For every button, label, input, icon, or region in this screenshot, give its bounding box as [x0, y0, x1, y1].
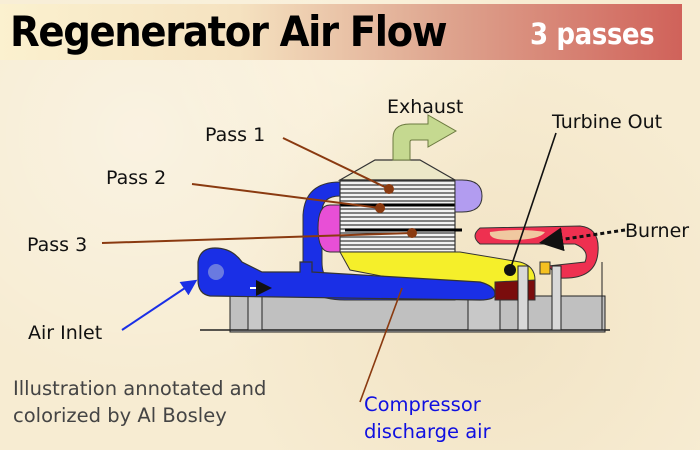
air-inlet-label: Air Inlet — [28, 322, 103, 344]
pass3-dot — [407, 228, 417, 238]
inlet-duct — [197, 247, 496, 301]
pass1-dot — [384, 184, 394, 194]
engine-base — [200, 262, 610, 333]
compressor-label-line-2: discharge air — [364, 420, 491, 443]
page-title: Regenerator Air Flow — [10, 7, 448, 56]
burner-label: Burner — [625, 220, 690, 242]
pass3-leader — [101, 232, 413, 244]
turbine-out-dot — [504, 264, 516, 276]
compressor-label-line-1: Compressor — [364, 393, 481, 416]
pass1-leader — [282, 137, 390, 190]
pass2-label: Pass 2 — [106, 167, 167, 189]
exhaust-label: Exhaust — [387, 96, 464, 118]
pass2-leader — [191, 183, 381, 209]
pass3-label: Pass 3 — [27, 234, 88, 256]
exhaust-hood — [337, 159, 458, 181]
pass2-dot — [375, 203, 385, 213]
credit-line-1: Illustration annotated and — [13, 377, 267, 400]
turbine-posts — [517, 265, 562, 331]
pass-chamber-pink — [317, 204, 341, 253]
leader-lines — [101, 132, 626, 403]
compressor-leader — [359, 287, 403, 403]
turbine-out-label: Turbine Out — [552, 111, 663, 133]
air-inlet-leader — [121, 279, 198, 331]
credit-line-2: colorized by Al Bosley — [13, 404, 227, 427]
title-banner: Regenerator Air Flow 3 passes — [0, 4, 682, 60]
pass1-label: Pass 1 — [205, 124, 266, 146]
exhaust-arrow — [392, 114, 458, 161]
regenerator-core — [339, 179, 465, 253]
turbine-out-leader — [509, 132, 557, 271]
pass-chamber-lavender — [454, 179, 483, 213]
page-subtitle: 3 passes — [530, 17, 655, 51]
